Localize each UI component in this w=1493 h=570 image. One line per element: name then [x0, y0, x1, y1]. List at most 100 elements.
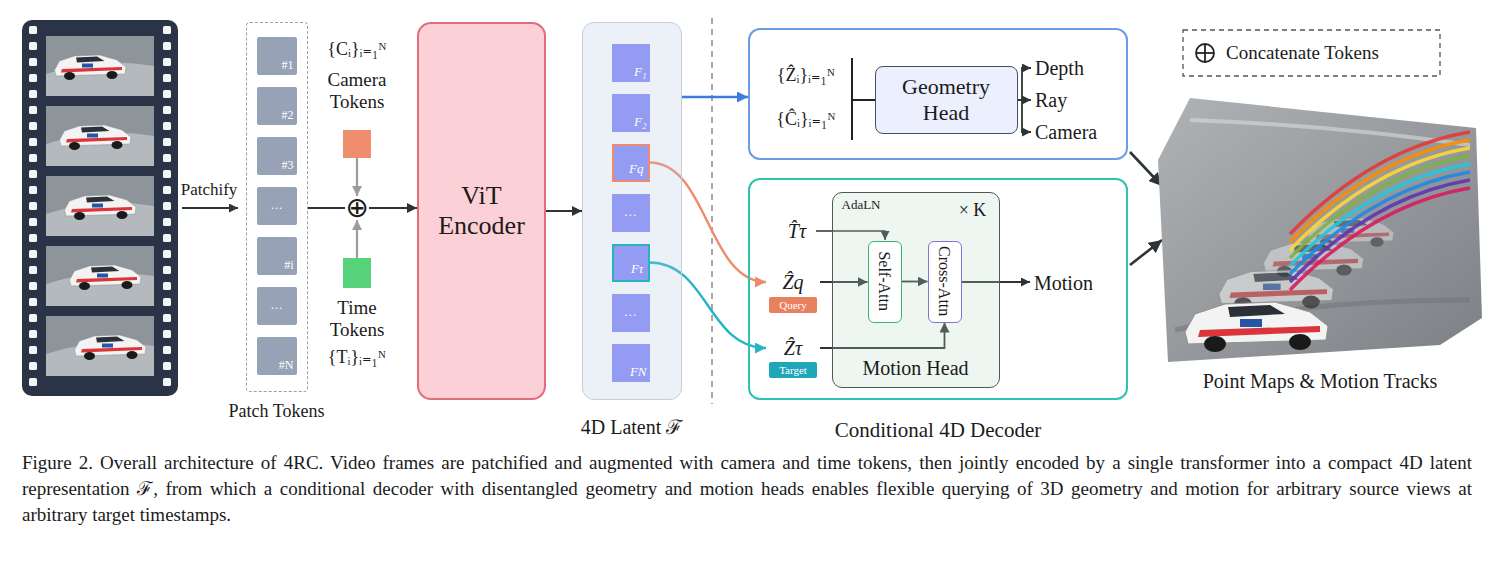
sprocket-hole — [163, 346, 171, 354]
geometry-panel: {Ẑᵢ}ᵢ₌₁ᴺ{Ĉᵢ}ᵢ₌₁ᴺDepthRayCameraGeometry H… — [748, 28, 1128, 160]
text-slot: … — [257, 287, 297, 325]
encoder-box: ViT Encoder — [417, 22, 546, 400]
text-slot: AdaLN — [842, 197, 902, 215]
node-text: Camera Tokens — [321, 69, 393, 113]
result-arrow — [1130, 152, 1162, 186]
text-slot: … — [257, 187, 297, 225]
frame-car — [70, 265, 142, 290]
attention-block: Cross-Attn — [928, 241, 962, 323]
node-text: Depth — [1035, 57, 1084, 80]
figure-label: Conditional 4D Decoder — [835, 418, 1041, 442]
frame-car — [55, 55, 127, 80]
node-text: … — [271, 199, 283, 213]
latent-token: F₁ — [612, 44, 650, 82]
text-slot: {Ẑᵢ}ᵢ₌₁ᴺ — [766, 62, 846, 88]
node-text: Ẑq — [782, 271, 803, 294]
node-text: F₂ — [634, 115, 646, 130]
sprocket-hole — [163, 378, 171, 386]
legend-concat-symbol — [1204, 44, 1206, 62]
node-text: F₁ — [634, 65, 646, 80]
connector-arrow — [356, 220, 358, 258]
legend-box — [1183, 30, 1440, 76]
text-slot: ViT Encoder — [419, 24, 544, 398]
geometry-head: Geometry Head — [875, 66, 1018, 134]
sprocket-hole — [163, 282, 171, 290]
patch-token: #1 — [257, 37, 297, 75]
sprocket-hole — [29, 346, 37, 354]
sprocket-hole — [29, 250, 37, 258]
text-slot: Motion — [1034, 270, 1118, 296]
text-slot: Target — [769, 362, 817, 378]
result-arrow — [1130, 240, 1162, 265]
node-text: #i — [284, 259, 293, 273]
sprocket-hole — [29, 378, 37, 386]
patch-token: #3 — [257, 137, 297, 175]
node-text: Ẑτ — [784, 337, 802, 360]
text-slot: {Cᵢ}ᵢ₌₁ᴺ — [312, 36, 402, 62]
node-text: Cross-Attn — [935, 246, 953, 316]
motion-panel: T̂τMotionẐqQueryẐτTargetAdaLN× KMotion H… — [748, 178, 1128, 400]
sprocket-hole — [29, 266, 37, 274]
sprocket-hole — [163, 362, 171, 370]
patch-token: #i — [257, 237, 297, 275]
node-text: Patch Tokens — [229, 401, 325, 422]
node-text: Motion — [1034, 272, 1093, 295]
latent-token: F₂ — [612, 94, 650, 132]
sprocket-hole — [29, 170, 37, 178]
latent-token: FN — [612, 344, 650, 382]
sprocket-hole — [163, 170, 171, 178]
text-slot: #1 — [257, 37, 297, 75]
sprocket-hole — [163, 122, 171, 130]
figure-label: Patchify — [181, 180, 238, 200]
text-slot: #3 — [257, 137, 297, 175]
frame-car — [75, 335, 147, 360]
text-slot: F₁ — [612, 44, 650, 82]
text-slot: Ray — [1035, 87, 1117, 113]
node-text: × K — [959, 200, 987, 221]
sprocket-hole — [163, 266, 171, 274]
text-slot: #2 — [257, 87, 297, 125]
text-slot: Self-Attn — [869, 242, 899, 320]
motion-tracks — [1290, 132, 1470, 290]
sprocket-hole — [29, 186, 37, 194]
node-text: … — [271, 299, 283, 313]
sprocket-hole — [29, 330, 37, 338]
node-text: Fq — [629, 162, 643, 177]
separator-line — [711, 18, 713, 404]
text-slot: {Tᵢ}ᵢ₌₁ᴺ — [312, 344, 402, 370]
sprocket-hole — [29, 298, 37, 306]
text-slot: Motion Head — [832, 356, 1000, 382]
node-text: #1 — [282, 59, 294, 73]
node-text: T̂τ — [788, 220, 806, 243]
text-slot: Fq — [614, 146, 647, 179]
legend-concat-symbol — [1196, 44, 1214, 62]
text-slot: Camera Tokens — [317, 68, 397, 114]
text-slot: Ẑq — [766, 270, 820, 294]
node-text: AdaLN — [842, 198, 881, 213]
connector-arrow — [682, 96, 748, 98]
text-slot: ⊕ — [345, 196, 369, 220]
sprocket-hole — [29, 74, 37, 82]
text-slot: × K — [952, 200, 994, 222]
node-text: Ray — [1035, 89, 1067, 112]
patch-token: … — [257, 187, 297, 225]
sprocket-hole — [163, 58, 171, 66]
frame-car — [60, 125, 132, 150]
text-slot: T̂τ — [780, 218, 814, 244]
label-slot: Patchify — [176, 178, 242, 202]
node-text: Camera — [1035, 121, 1097, 144]
text-slot: FN — [612, 344, 650, 382]
sprocket-hole — [163, 90, 171, 98]
text-slot: Ẑτ — [766, 336, 820, 360]
latent-token: Fq — [612, 144, 650, 182]
text-slot: … — [612, 294, 650, 332]
text-slot: Camera — [1035, 119, 1117, 145]
target-input: ẐτTarget — [766, 336, 820, 378]
patch-token: #N — [257, 337, 297, 375]
legend-text: Concatenate Tokens — [1226, 42, 1379, 64]
connector-arrow — [369, 207, 417, 209]
sprocket-hole — [163, 138, 171, 146]
sprocket-hole — [163, 330, 171, 338]
patch-token: … — [257, 287, 297, 325]
latent-panel: 4D Latent ℱF₁F₂Fq…Fτ…FN — [582, 22, 682, 400]
